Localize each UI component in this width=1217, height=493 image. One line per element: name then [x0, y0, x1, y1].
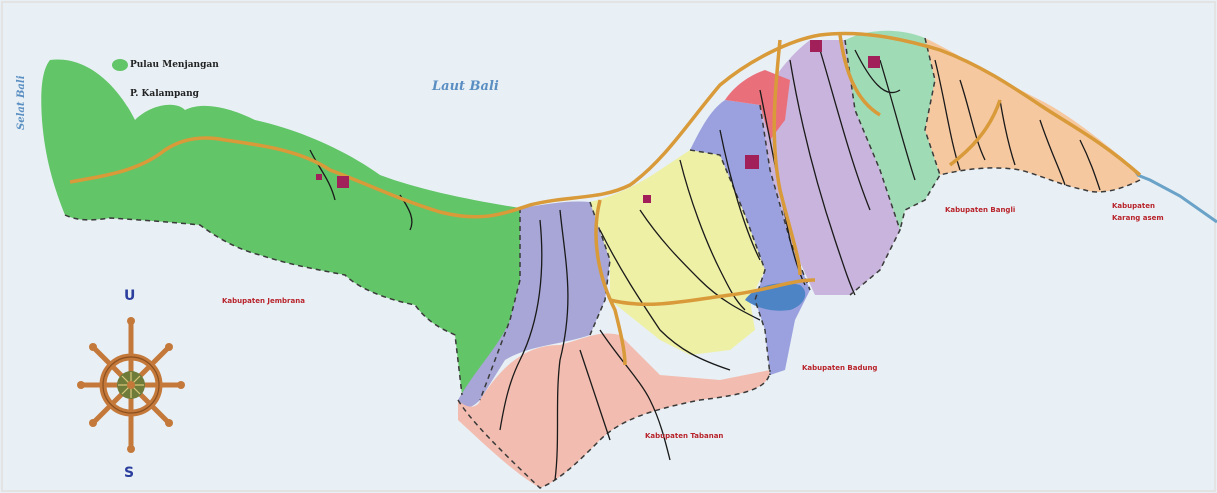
compass-wheel-icon: [77, 317, 185, 453]
region-pink-tabanan: [458, 333, 770, 488]
region-label-karangasem-line2: Karang asem: [1112, 214, 1164, 222]
town-markers: [316, 40, 880, 203]
region-label-tabanan: Kabupaten Tabanan: [645, 432, 723, 440]
region-jembrana-green: [41, 59, 521, 395]
strait-label-west: Selat Bali: [16, 75, 27, 130]
region-label-badung: Kabupaten Badung: [802, 364, 877, 372]
region-light-violet: [760, 40, 900, 295]
island-label-kalampang: P. Kalampang: [130, 89, 200, 99]
region-label-karangasem: Kabupaten Karang asem: [1112, 202, 1164, 222]
region-mint: [845, 30, 940, 231]
town-marker-east: [868, 56, 880, 68]
rivers: [309, 49, 1101, 481]
region-label-bangli: Kabupaten Bangli: [945, 206, 1015, 214]
town-marker-northeast: [810, 40, 822, 52]
town-marker-small-west: [316, 174, 322, 180]
compass-south-label: S: [124, 465, 134, 481]
sea-label-north: Laut Bali: [431, 79, 499, 94]
main-roads: [69, 31, 1142, 366]
region-label-karangasem-line1: Kabupaten: [1112, 202, 1155, 210]
compass-rose: U: [77, 288, 185, 481]
island-menjangan-shape: [112, 59, 128, 71]
region-label-jembrana: Kabupaten Jembrana: [222, 297, 305, 305]
town-marker-west: [337, 176, 349, 188]
island-label-menjangan: Pulau Menjangan: [130, 60, 219, 70]
compass-north-label: U: [124, 288, 135, 304]
town-marker-center: [643, 195, 651, 203]
town-marker-north: [745, 155, 759, 169]
region-lavender: [458, 201, 610, 408]
